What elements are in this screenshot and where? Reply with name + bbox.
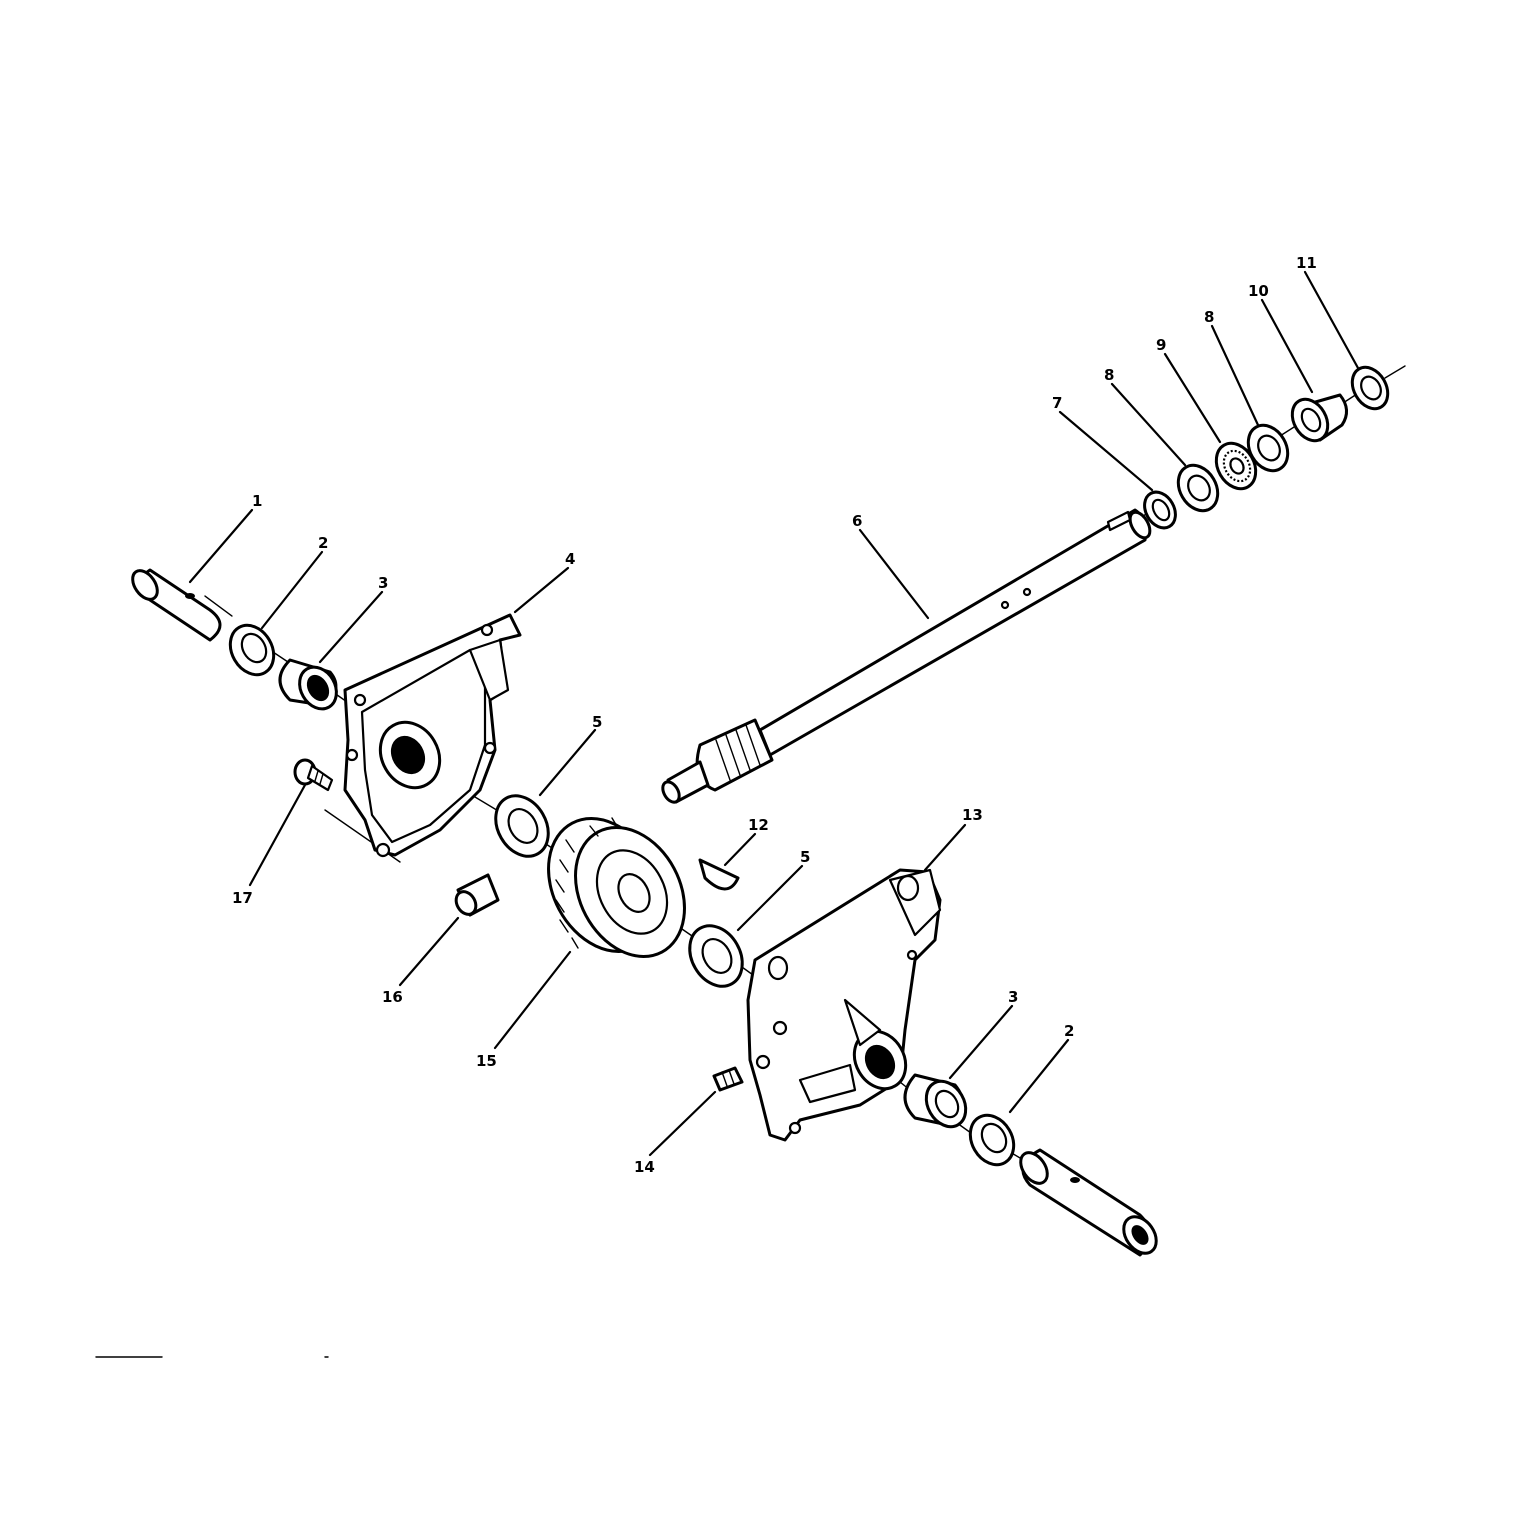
washer-part-8-second — [1246, 423, 1290, 473]
callout-7: 7 — [1052, 394, 1062, 412]
set-screw-part-14 — [712, 1066, 744, 1092]
callout-8-first: 8 — [1104, 366, 1114, 384]
callout-12: 12 — [748, 816, 769, 834]
axle-tube-lower — [1019, 1148, 1158, 1257]
callout-3-upper: 3 — [378, 574, 388, 592]
callout-5-upper: 5 — [592, 713, 602, 731]
seal-ring-part-2-upper — [228, 623, 276, 677]
callout-16: 16 — [382, 988, 403, 1006]
bushing-part-3-lower — [903, 1073, 968, 1129]
callout-17: 17 — [232, 889, 253, 907]
retaining-ring-part-7 — [1143, 490, 1177, 530]
callout-4: 4 — [565, 550, 575, 568]
gear-housing-cover-part-4 — [343, 613, 522, 858]
callout-10: 10 — [1248, 282, 1269, 300]
bushing-part-3-upper — [278, 658, 338, 711]
callout-6: 6 — [852, 512, 862, 530]
callout-2-upper: 2 — [318, 534, 328, 552]
helical-gear-part-15 — [547, 817, 686, 958]
callout-9: 9 — [1156, 336, 1166, 354]
seal-ring-part-2-lower — [968, 1113, 1016, 1167]
callout-1: 1 — [252, 492, 262, 510]
callout-13: 13 — [962, 806, 983, 824]
callout-2-lower: 2 — [1064, 1022, 1074, 1040]
axle-tube-part-1 — [131, 568, 222, 642]
callout-8-second: 8 — [1204, 308, 1214, 326]
callout-14: 14 — [634, 1158, 655, 1176]
thrust-bearing-part-9 — [1214, 441, 1258, 491]
worm-shaft-part-6 — [661, 508, 1152, 804]
callout-labels: 1 2 3 4 5 6 7 8 9 8 10 11 12 13 5 3 2 14… — [232, 254, 1317, 1176]
woodruff-key-part-12 — [698, 858, 740, 891]
screw-part-17 — [293, 758, 334, 792]
callout-15: 15 — [476, 1052, 497, 1070]
sleeve-part-16 — [454, 873, 500, 917]
washer-part-5-lower — [688, 924, 744, 988]
seal-part-11 — [1350, 365, 1390, 411]
gear-housing-part-13 — [746, 868, 942, 1142]
washer-part-8-first — [1176, 463, 1220, 513]
callout-5-lower: 5 — [800, 848, 810, 866]
callout-11: 11 — [1296, 254, 1317, 272]
callout-3-lower: 3 — [1008, 988, 1018, 1006]
flanged-bushing-part-10 — [1290, 393, 1348, 443]
washer-part-5-upper — [494, 794, 550, 858]
callout-leader-lines — [188, 270, 1360, 1157]
